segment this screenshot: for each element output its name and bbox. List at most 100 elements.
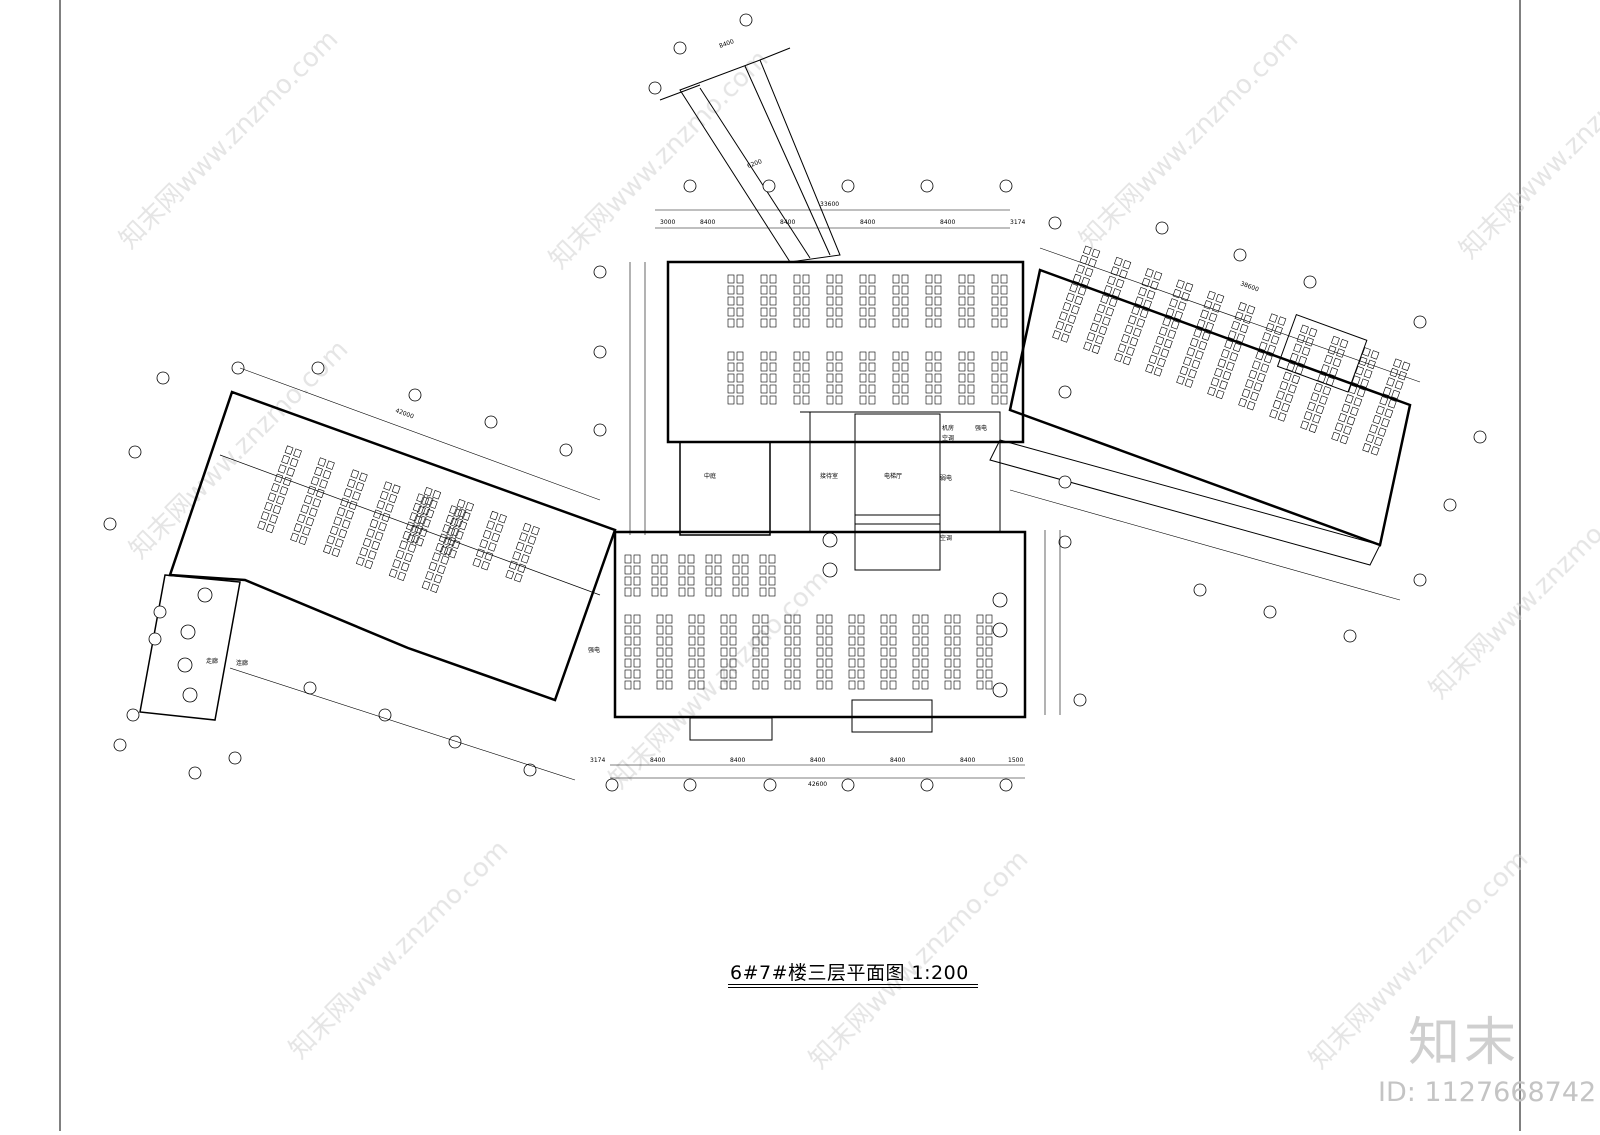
workstation-desk <box>1100 294 1110 304</box>
workstation-desk <box>1287 384 1297 394</box>
desk-cluster <box>355 481 401 569</box>
workstation-desk <box>484 551 494 561</box>
workstation-desk <box>633 614 641 624</box>
workstation-desk <box>868 384 876 394</box>
workstation-desk <box>967 373 975 383</box>
workstation-desk <box>678 576 686 586</box>
workstation-desk <box>1152 345 1161 355</box>
desk-cluster <box>759 554 776 597</box>
workstation-desk <box>921 647 929 657</box>
workstation-desk <box>825 669 833 679</box>
workstation-desk <box>656 669 664 679</box>
workstation-desk <box>450 527 460 537</box>
workstation-desk <box>925 384 933 394</box>
workstation-desk <box>868 362 876 372</box>
workstation-desk <box>741 565 749 575</box>
workstation-desk <box>508 560 518 570</box>
workstation-desk <box>880 680 888 690</box>
workstation-desk <box>901 285 909 295</box>
workstation-desk <box>665 625 673 635</box>
workstation-desk <box>825 658 833 668</box>
workstation-desk <box>624 614 632 624</box>
workstation-desk <box>624 587 632 597</box>
workstation-desk <box>397 571 407 581</box>
workstation-desk <box>1375 405 1385 415</box>
workstation-desk <box>976 625 984 635</box>
workstation-desk <box>1344 394 1354 404</box>
workstation-desk <box>687 565 695 575</box>
workstation-desk <box>802 296 810 306</box>
workstation-desk <box>665 614 673 624</box>
workstation-desk <box>417 505 426 516</box>
grid-bubble <box>113 738 127 752</box>
workstation-desk <box>432 490 442 500</box>
workstation-desk <box>1136 318 1146 328</box>
workstation-desk <box>1263 353 1273 364</box>
desk-cluster <box>624 554 641 597</box>
workstation-desk <box>687 554 695 564</box>
workstation-desk <box>892 274 900 284</box>
workstation-desk <box>1112 288 1121 298</box>
workstation-desk <box>1189 337 1199 348</box>
workstation-desk <box>729 614 737 624</box>
workstation-desk <box>1181 291 1190 302</box>
workstation-desk <box>761 669 769 679</box>
workstation-desk <box>458 520 468 531</box>
workstation-desk <box>1196 318 1206 329</box>
workstation-desk <box>428 499 438 509</box>
grid-bubble <box>484 415 498 429</box>
workstation-desk <box>769 285 777 295</box>
desk-cluster <box>944 614 961 690</box>
workstation-desk <box>1067 314 1077 324</box>
workstation-desk <box>1384 408 1394 418</box>
workstation-desk <box>1222 370 1232 381</box>
workstation-desk <box>921 625 929 635</box>
desk-cluster <box>880 614 897 690</box>
workstation-desk <box>270 483 280 493</box>
workstation-desk <box>505 569 515 580</box>
workstation-desk <box>768 576 776 586</box>
workstation-desk <box>1108 297 1118 307</box>
workstation-desk <box>1343 425 1352 435</box>
workstation-desk <box>736 307 744 317</box>
workstation-desk <box>1251 360 1261 370</box>
workstation-desk <box>1087 258 1097 268</box>
workstation-desk <box>1324 354 1333 365</box>
workstation-desk <box>793 362 801 372</box>
workstation-desk <box>784 636 792 646</box>
workstation-desk <box>826 307 834 317</box>
meeting-table <box>182 687 198 703</box>
room-label-atrium: 中庭 <box>704 472 716 480</box>
workstation-desk <box>912 658 920 668</box>
workstation-desk <box>769 395 777 405</box>
workstation-desk <box>399 540 408 550</box>
workstation-desk <box>457 508 467 518</box>
workstation-desk <box>355 481 365 492</box>
workstation-desk <box>293 448 302 458</box>
workstation-desk <box>759 565 767 575</box>
workstation-desk <box>1308 423 1318 433</box>
workstation-desk <box>802 373 810 383</box>
workstation-desk <box>633 636 641 646</box>
workstation-desk <box>446 527 456 537</box>
workstation-desk <box>760 285 768 295</box>
desk-cluster <box>688 614 705 690</box>
workstation-desk <box>430 583 439 593</box>
workstation-desk <box>1103 285 1113 295</box>
workstation-desk <box>415 537 425 547</box>
workstation-desk <box>736 362 744 372</box>
workstation-desk <box>678 565 686 575</box>
workstation-desk <box>1229 352 1239 362</box>
workstation-desk <box>1000 384 1008 394</box>
workstation-desk <box>1000 373 1008 383</box>
workstation-desk <box>892 307 900 317</box>
workstation-desk <box>835 274 843 284</box>
workstation-desk <box>732 576 740 586</box>
workstation-desk <box>517 563 527 573</box>
desk-cluster <box>892 274 909 328</box>
workstation-desk <box>826 373 834 383</box>
workstation-desk <box>880 625 888 635</box>
workstation-desk <box>1303 411 1313 421</box>
workstation-desk <box>1153 271 1163 281</box>
workstation-desk <box>362 537 372 548</box>
